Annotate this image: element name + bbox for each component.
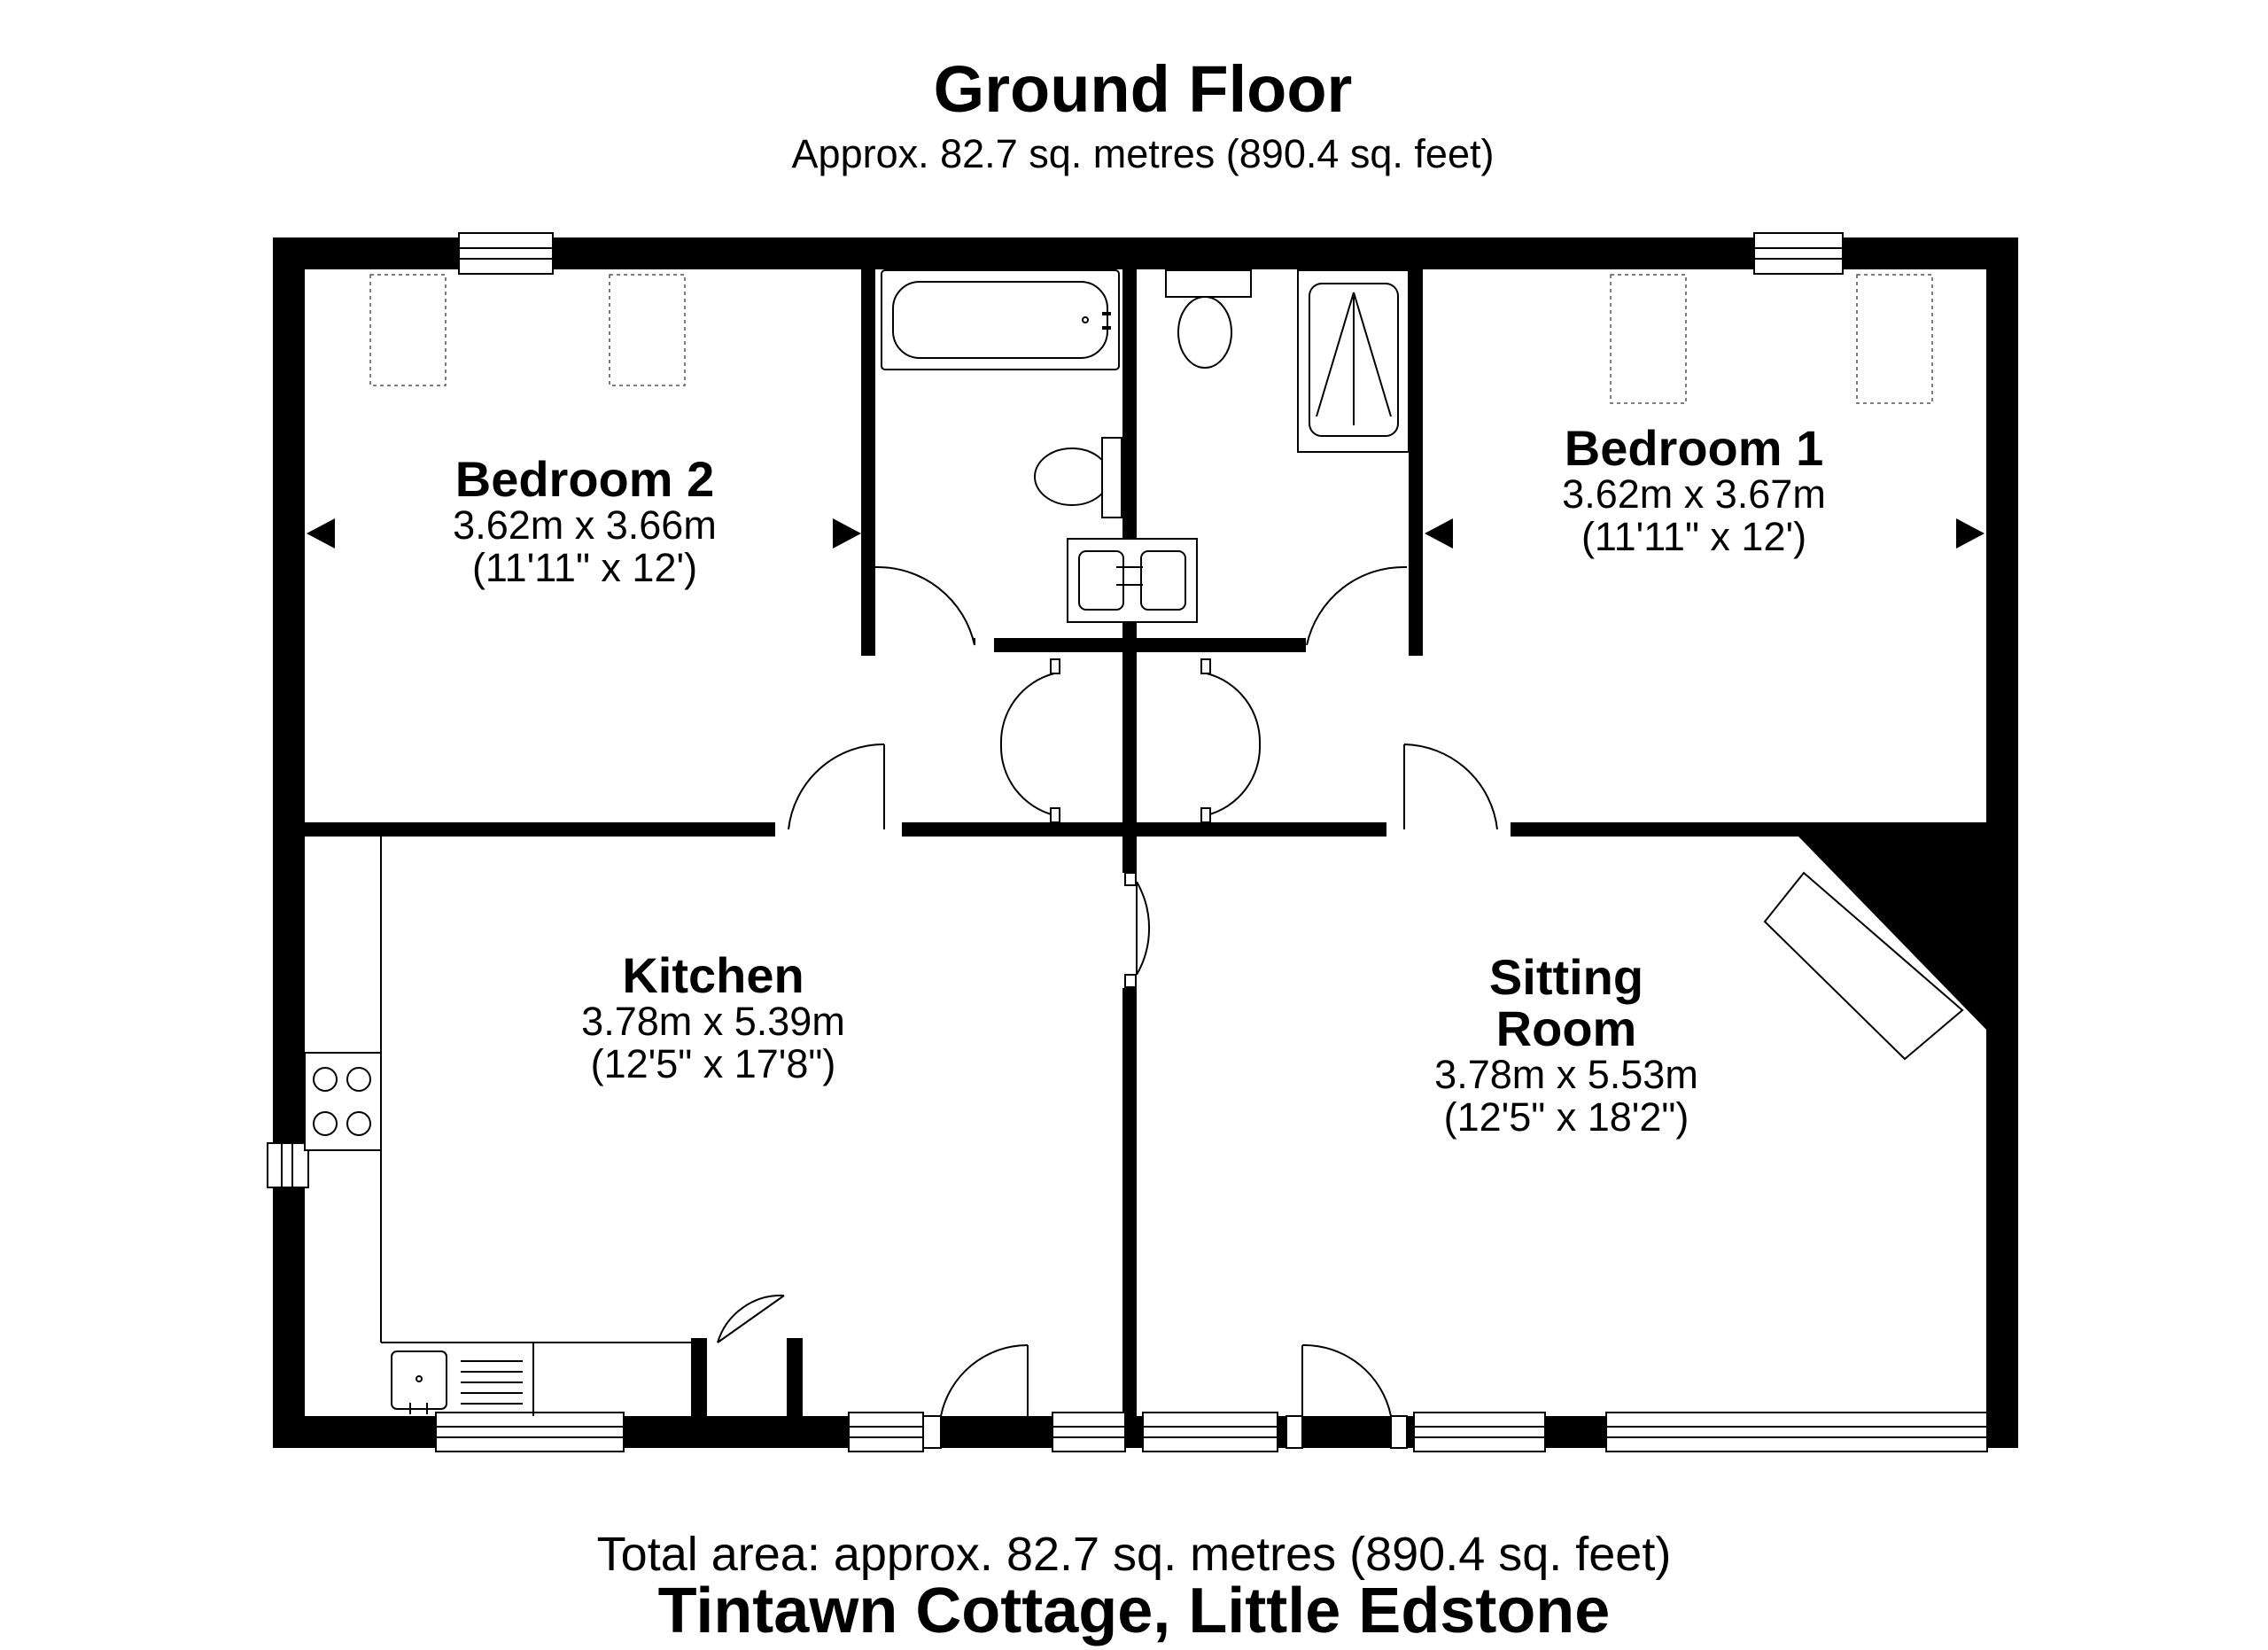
floor-title: Ground Floor: [934, 52, 1353, 126]
fireplace-hearth: [1763, 871, 1964, 1061]
total-area: Total area: approx. 82.7 sq. metres (890…: [597, 1528, 1672, 1581]
room-dimensions-metric: 3.62m x 3.67m: [1562, 471, 1826, 517]
room-sitting-room: Sitting Room 3.78m x 5.53m (12'5" x 18'2…: [1434, 949, 1698, 1140]
kitchen-fittings: [304, 837, 691, 1416]
room-name: Bedroom 1: [1565, 420, 1824, 476]
windows-bottom: [435, 1412, 1988, 1452]
room-dimensions-metric: 3.78m x 5.39m: [581, 999, 845, 1044]
room-dimensions-imperial: (12'5" x 18'2"): [1444, 1094, 1689, 1140]
room-dimensions-metric: 3.62m x 3.66m: [453, 502, 717, 548]
room-name: Kitchen: [622, 947, 804, 1003]
room-bedroom-2: Bedroom 2 3.62m x 3.66m (11'11" x 12'): [453, 451, 717, 590]
floor-area-subtitle: Approx. 82.7 sq. metres (890.4 sq. feet): [792, 131, 1495, 176]
room-bedroom-1: Bedroom 1 3.62m x 3.67m (11'11" x 12'): [1562, 420, 1826, 559]
interior-walls: [301, 266, 1989, 1448]
room-kitchen: Kitchen 3.78m x 5.39m (12'5" x 17'8"): [581, 947, 845, 1086]
dimension-arrows: [307, 518, 1984, 549]
property-name: Tintawn Cottage, Little Edstone: [658, 1576, 1611, 1646]
bathroom-fixtures: [881, 269, 1410, 623]
doors: [717, 565, 1498, 1449]
room-name-line-2: Room: [1496, 1000, 1637, 1056]
room-name: Bedroom 2: [455, 451, 715, 507]
windows-top: [458, 232, 1844, 275]
outer-walls: [273, 237, 2018, 1448]
room-dimensions-metric: 3.78m x 5.53m: [1434, 1052, 1698, 1097]
window-left: [267, 1142, 309, 1188]
bedroom-furniture: [369, 274, 1933, 404]
room-dimensions-imperial: (12'5" x 17'8"): [591, 1041, 836, 1086]
room-dimensions-imperial: (11'11" x 12'): [472, 545, 697, 590]
room-name-line-1: Sitting: [1489, 949, 1643, 1005]
room-dimensions-imperial: (11'11" x 12'): [1581, 514, 1806, 559]
